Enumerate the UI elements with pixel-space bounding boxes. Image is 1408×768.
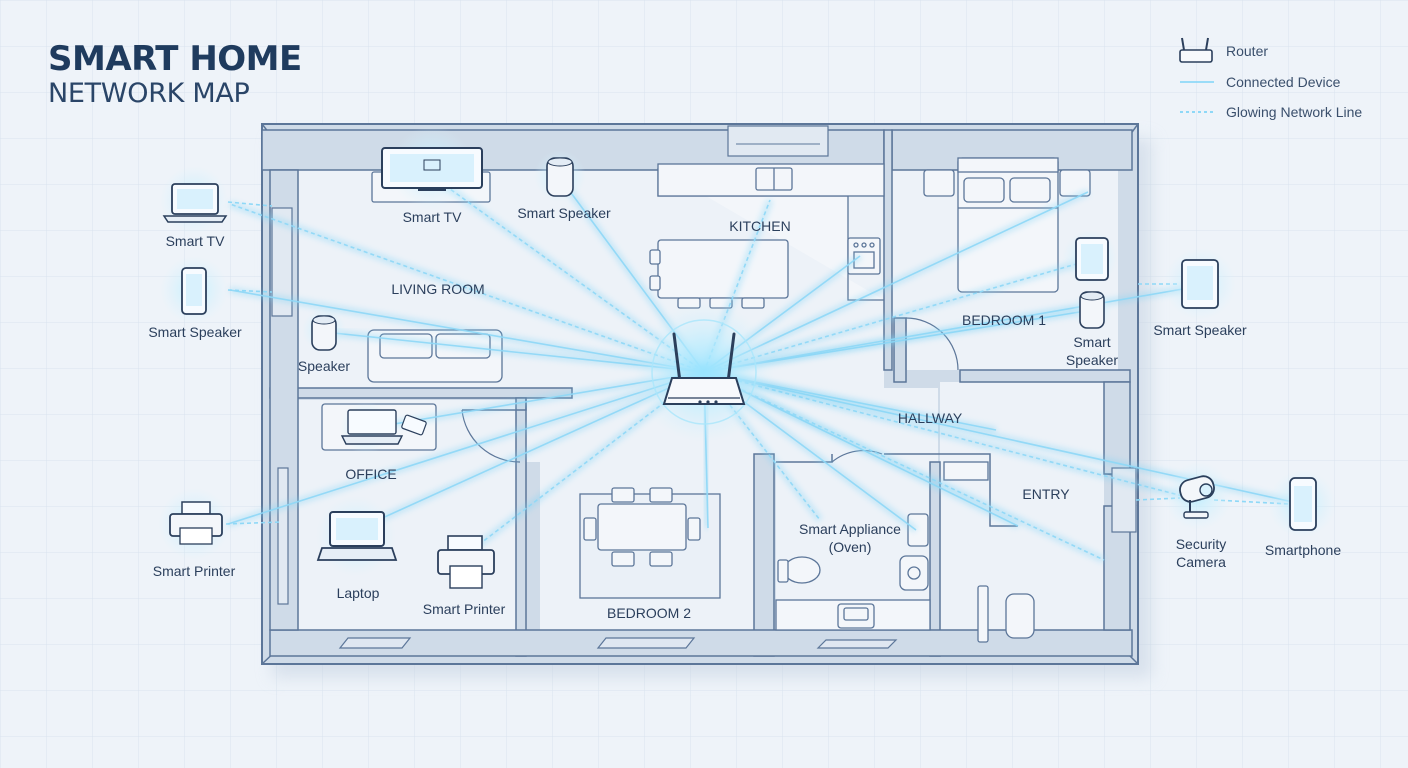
legend-glowing-line-label: Glowing Network Line (1226, 104, 1363, 120)
label-oven-line1: Smart Appliance (799, 521, 901, 537)
label-speaker: Speaker (298, 358, 350, 374)
wall-kitchen-bedroom (883, 129, 893, 371)
furniture (321, 157, 1091, 643)
network-line (703, 191, 1089, 373)
smart-printer-icon[interactable] (437, 535, 495, 589)
network-line-glow (228, 200, 706, 376)
device-labels: Smart TV Smart Speaker Speaker Smart Spe… (148, 205, 1341, 617)
smartphone-icon[interactable] (1289, 477, 1317, 531)
network-line-external (225, 521, 283, 525)
label-smart-tv: Smart TV (403, 209, 463, 225)
window-left-top (271, 207, 293, 317)
network-line-external (227, 201, 273, 207)
label-smart-printer: Smart Printer (423, 601, 506, 617)
entry-floor (940, 382, 1104, 630)
smart-speaker-icon[interactable] (546, 157, 574, 197)
label-outside-tablet: Smart Speaker (1153, 322, 1247, 338)
wall-bath-entry (929, 461, 941, 657)
legend (1179, 37, 1214, 119)
network-line (229, 289, 705, 373)
wall-bedroom1-bottom (959, 369, 1131, 383)
label-kitchen: KITCHEN (729, 218, 790, 234)
tablet-icon[interactable] (1075, 237, 1109, 281)
label-smartphone: Smartphone (1265, 542, 1341, 558)
network-line-external (227, 289, 273, 293)
label-bedroom-speaker-line1: Smart (1073, 334, 1110, 350)
label-bedroom-2: BEDROOM 2 (607, 605, 691, 621)
outside-printer-icon[interactable] (169, 501, 223, 545)
label-outside-smart-speaker: Smart Speaker (148, 324, 242, 340)
legend-router-icon (1179, 37, 1213, 63)
wall-bedroom1-door (893, 317, 907, 383)
label-office: OFFICE (345, 466, 396, 482)
security-camera-icon[interactable] (1178, 474, 1217, 519)
page-title: SMART HOME (48, 39, 302, 79)
label-outside-smart-printer: Smart Printer (153, 563, 236, 579)
label-entry: ENTRY (1022, 486, 1070, 502)
network-line (703, 285, 1201, 373)
page-subtitle: NETWORK MAP (48, 78, 250, 109)
network-line (227, 371, 705, 525)
label-camera-line1: Security (1176, 536, 1227, 552)
router-icon[interactable] (662, 332, 746, 405)
outside-laptop-icon[interactable] (162, 183, 228, 223)
bedroom-speaker-icon[interactable] (1079, 291, 1105, 329)
label-smart-speaker-living: Smart Speaker (517, 205, 611, 221)
wall-bedroom2-bath (753, 453, 775, 657)
router-glow (634, 302, 774, 442)
laptop-icon[interactable] (316, 511, 398, 561)
desk-laptop-icon[interactable] (340, 409, 427, 445)
wall-office-bedroom2 (515, 397, 527, 657)
network-line (703, 371, 1105, 561)
speaker-icon[interactable] (311, 315, 337, 351)
legend-router-label: Router (1226, 43, 1269, 59)
window-top (727, 125, 829, 157)
label-outside-smart-tv: Smart TV (166, 233, 226, 249)
outside-tablet-icon[interactable] (1181, 259, 1219, 309)
window-left-bottom (277, 467, 289, 605)
label-bedroom-1: BEDROOM 1 (962, 312, 1046, 328)
router-ring (651, 319, 757, 425)
label-living-room: LIVING ROOM (391, 281, 484, 297)
label-hallway: HALLWAY (898, 410, 963, 426)
label-oven-line2: (Oven) (829, 539, 872, 555)
wall-living-office (269, 387, 573, 399)
label-camera-line2: Camera (1176, 554, 1226, 570)
label-laptop: Laptop (337, 585, 380, 601)
smart-tv-icon[interactable] (381, 147, 483, 191)
legend-connected-device-label: Connected Device (1226, 74, 1341, 90)
label-bedroom-speaker-line2: Speaker (1066, 352, 1118, 368)
room-labels: LIVING ROOM KITCHEN BEDROOM 1 HALLWAY OF… (345, 218, 1070, 621)
outside-phone-icon[interactable] (181, 267, 207, 315)
